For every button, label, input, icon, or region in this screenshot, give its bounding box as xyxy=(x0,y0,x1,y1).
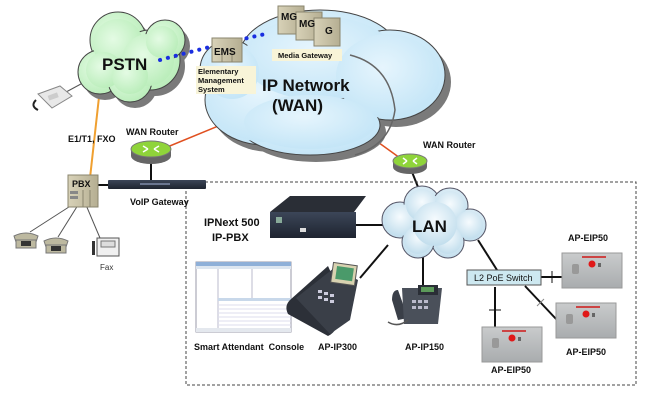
trunk-label: E1/T1, FXO xyxy=(68,134,116,144)
link-lan-switch xyxy=(477,239,498,271)
pbx-icon xyxy=(67,174,99,208)
ems-caption-line1: Elementary xyxy=(198,67,239,76)
voip-gateway-icon xyxy=(108,180,206,189)
eip50-a-panel-icon xyxy=(561,252,623,289)
link-trunk-e1t1 xyxy=(89,87,101,179)
eip50-b-label: AP-EIP50 xyxy=(566,347,606,357)
pstn-cloud xyxy=(77,11,190,108)
eip50-c-label: AP-EIP50 xyxy=(491,365,531,375)
ippbx-label-line1: IPNext 500 xyxy=(204,217,260,229)
wan-cloud xyxy=(199,9,451,162)
ems-caption-line3: System xyxy=(198,85,225,94)
media-gateway-icons xyxy=(277,5,341,47)
ems-caption-line2: Management xyxy=(198,76,244,85)
eip50-a-label: AP-EIP50 xyxy=(568,233,608,243)
wan-label-line2: (WAN) xyxy=(272,96,323,115)
ippbx-label-line2: IP-PBX xyxy=(212,232,249,244)
desk-phone-icon-2 xyxy=(43,237,69,254)
mg-label-2: MG xyxy=(299,19,315,30)
eip50-c-panel-icon xyxy=(481,326,543,363)
fax-icon xyxy=(92,237,120,257)
ems-server-icon xyxy=(211,37,243,63)
ap-ip300-phone-icon xyxy=(286,261,358,336)
mg-label-1: MG xyxy=(281,12,297,23)
console-label: Smart Attendant Console xyxy=(194,342,304,352)
mg-caption: Media Gateway xyxy=(278,51,333,60)
wan-router-left-icon xyxy=(130,140,172,164)
ems-caption-box xyxy=(196,66,256,94)
pbx-label: PBX xyxy=(72,179,91,189)
mg-caption-box xyxy=(272,49,342,61)
ap-ip150-label: AP-IP150 xyxy=(405,342,444,352)
lan-cloud xyxy=(381,185,487,259)
ems-label: EMS xyxy=(214,47,236,58)
ippbx-server-icon xyxy=(270,196,366,238)
lan-boundary xyxy=(185,181,637,386)
wan-router-right-label: WAN Router xyxy=(423,140,476,150)
attendant-console-screenshot xyxy=(195,261,292,333)
lan-label: LAN xyxy=(412,217,447,236)
mg-label-3: G xyxy=(325,26,333,37)
desk-phone-icon-1 xyxy=(13,232,39,249)
pbx-phone-links xyxy=(29,204,101,239)
link-lan-ip300 xyxy=(359,244,389,279)
link-switch-eip50-b xyxy=(524,285,558,321)
ap-ip150-phone-icon xyxy=(387,285,442,326)
wan-router-left-label: WAN Router xyxy=(126,127,179,137)
ap-ip300-label: AP-IP300 xyxy=(318,342,357,352)
fax-label: Fax xyxy=(100,263,113,272)
poe-switch-label: L2 PoE Switch xyxy=(474,273,533,283)
pstn-label: PSTN xyxy=(102,55,147,74)
analog-phone-icon xyxy=(32,85,73,111)
wan-label-line1: IP Network xyxy=(262,76,350,95)
wan-router-right-icon xyxy=(392,153,428,174)
poe-switch-box xyxy=(466,269,542,286)
eip50-b-panel-icon xyxy=(555,302,617,339)
voip-gateway-label: VoIP Gateway xyxy=(130,197,189,207)
